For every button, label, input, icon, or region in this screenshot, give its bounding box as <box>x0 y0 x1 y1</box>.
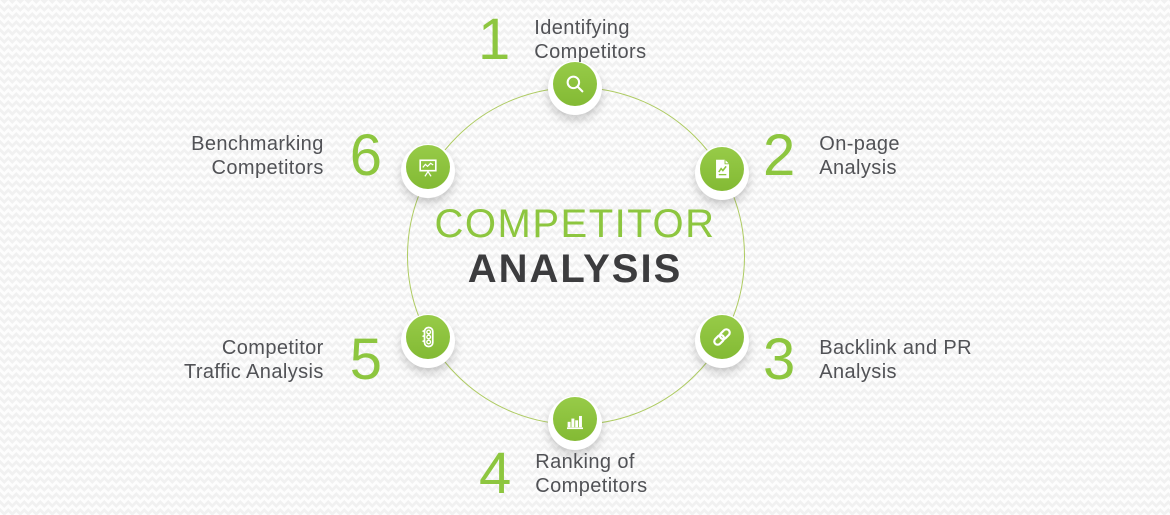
step-5: Competitor Traffic Analysis 5 <box>184 328 382 389</box>
link-icon <box>700 315 744 359</box>
step-2-icon-badge <box>695 146 749 200</box>
step-4-label: Ranking of Competitors <box>535 451 648 497</box>
step-1: 1 Identifying Competitors <box>478 8 646 69</box>
step-2-number: 2 <box>763 123 796 188</box>
step-4-icon-badge <box>548 396 602 450</box>
step-5-number: 5 <box>349 327 382 392</box>
icon-plate <box>401 314 455 368</box>
presentation-chart-icon <box>406 145 450 189</box>
step-5-label: Competitor Traffic Analysis <box>183 337 324 383</box>
step-6-label: Benchmarking Competitors <box>191 133 324 179</box>
step-2-label: On-page Analysis <box>819 133 900 179</box>
diagram-title: COMPETITOR ANALYSIS <box>407 203 743 290</box>
step-3: 3 Backlink and PR Analysis <box>763 328 972 389</box>
step-6-number: 6 <box>349 123 382 188</box>
step-5-icon-badge <box>401 314 455 368</box>
step-4-number: 4 <box>479 441 512 506</box>
step-1-label: Identifying Competitors <box>534 17 647 63</box>
icon-plate <box>548 396 602 450</box>
step-2: 2 On-page Analysis <box>763 124 900 185</box>
step-3-label: Backlink and PR Analysis <box>819 337 973 383</box>
title-line-2: ANALYSIS <box>467 247 683 291</box>
step-1-icon-badge <box>548 61 602 115</box>
step-6-icon-badge <box>401 144 455 198</box>
step-3-icon-badge <box>695 314 749 368</box>
title-line-1: COMPETITOR <box>434 202 716 246</box>
step-4: 4 Ranking of Competitors <box>479 442 647 503</box>
step-3-number: 3 <box>763 327 796 392</box>
bar-chart-icon <box>553 397 597 441</box>
document-chart-icon <box>700 147 744 191</box>
icon-plate <box>401 144 455 198</box>
icon-plate <box>695 314 749 368</box>
search-icon <box>553 62 597 106</box>
step-1-number: 1 <box>478 7 511 72</box>
traffic-light-icon <box>406 315 450 359</box>
step-6: Benchmarking Competitors 6 <box>191 124 382 185</box>
icon-plate <box>548 61 602 115</box>
icon-plate <box>695 146 749 200</box>
